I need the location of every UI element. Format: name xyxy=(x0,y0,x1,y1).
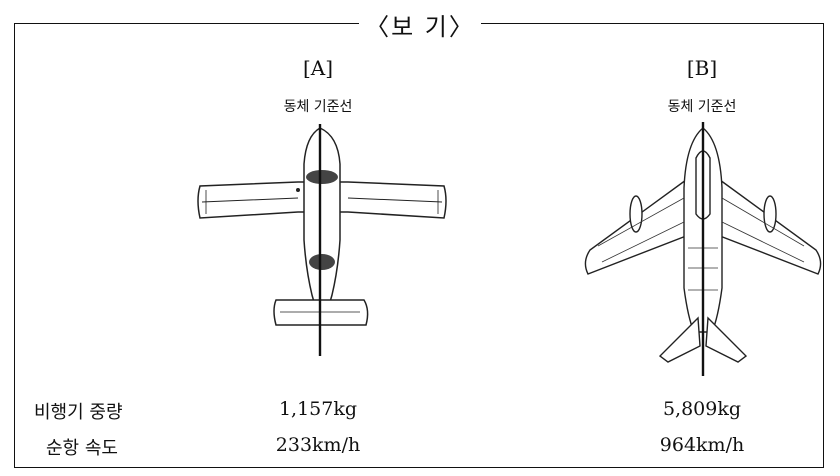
plane-b-drawing xyxy=(584,122,822,376)
weight-row-label: 비행기 중량 xyxy=(34,402,123,423)
plane-b-axis-label: 동체 기준선 xyxy=(667,99,737,115)
plane-a-drawing xyxy=(197,124,447,356)
plane-a-label: [A] xyxy=(302,56,334,80)
speed-row-label: 순항 속도 xyxy=(46,438,118,459)
plane-a-speed: 233km/h xyxy=(275,434,361,456)
plane-b-label: [B] xyxy=(686,56,718,80)
box-title: 〈보 기〉 xyxy=(0,7,840,42)
plane-a-weight: 1,157kg xyxy=(278,398,358,420)
plane-b-weight: 5,809kg xyxy=(662,398,742,420)
plane-a-axis-label: 동체 기준선 xyxy=(283,99,353,115)
plane-b-speed: 964km/h xyxy=(659,434,745,456)
